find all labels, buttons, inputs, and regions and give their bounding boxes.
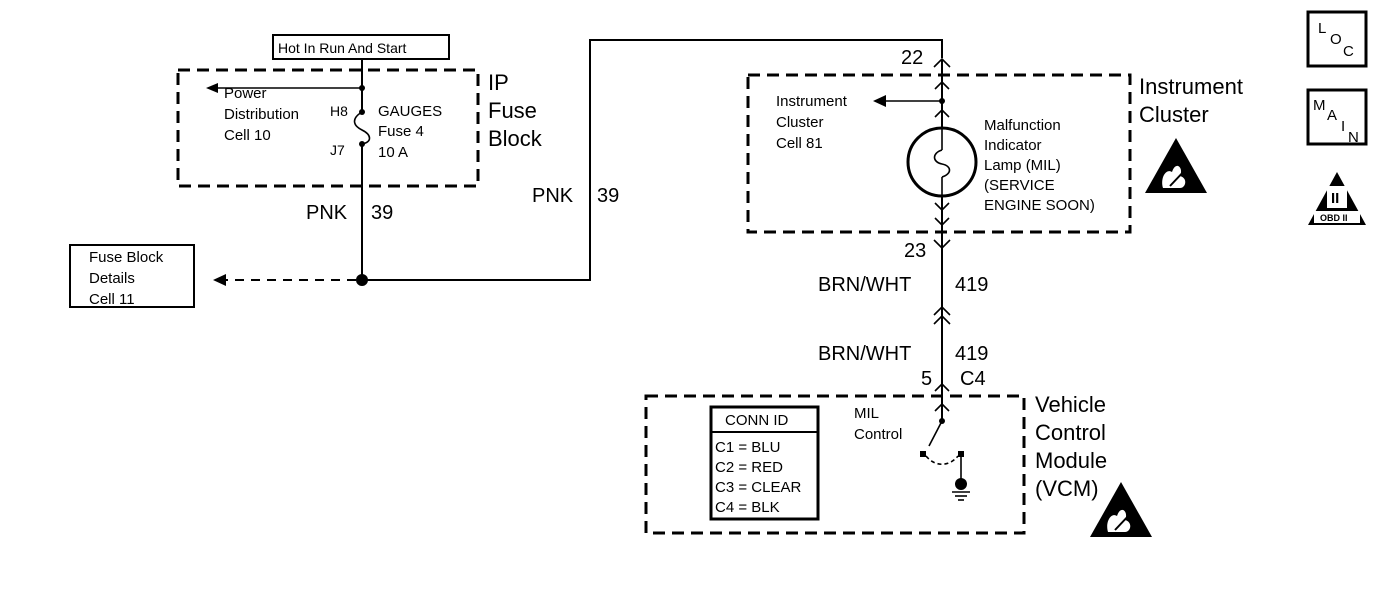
wire-brn-upper-circuit: 419 xyxy=(955,274,988,296)
pin-j7-label: J7 xyxy=(330,142,345,158)
arrow-left-icon xyxy=(873,95,886,107)
main-icon[interactable]: M A I N xyxy=(1306,88,1368,146)
wire-pnk-left-color: PNK xyxy=(306,202,348,224)
wire-pnk-right-circuit: 39 xyxy=(597,185,619,207)
vcm-outline xyxy=(644,394,1026,535)
switch-icon xyxy=(928,420,943,447)
esd-warning-icon xyxy=(1090,482,1152,537)
conn-id-row: C3 = CLEAR xyxy=(715,479,801,496)
vcm-title-3: Module xyxy=(1035,448,1107,473)
fuse-label-1: GAUGES xyxy=(378,103,442,120)
connector-male-icon xyxy=(934,382,950,392)
fuse-block-details-box xyxy=(69,244,195,308)
connector-male-icon xyxy=(934,217,950,227)
connector-female-icon xyxy=(933,305,951,316)
pin-h8-label: H8 xyxy=(330,103,348,119)
vcm-pin-5: 5 xyxy=(921,368,932,390)
main-letter: A xyxy=(1327,107,1337,124)
arrow-left-icon xyxy=(206,83,218,93)
connector-male-icon xyxy=(934,108,950,118)
power-distribution-1: Power xyxy=(224,85,267,102)
wire-pnk-left-circuit: 39 xyxy=(371,202,393,224)
conn-id-header: CONN ID xyxy=(725,412,789,429)
mil-control-2: Control xyxy=(854,426,902,443)
fuse-label-3: 10 A xyxy=(378,144,408,161)
mil-lamp-2: Indicator xyxy=(984,137,1042,154)
instrument-cluster-title-1: Instrument xyxy=(1139,74,1243,99)
loc-icon[interactable]: L O C xyxy=(1306,10,1368,68)
splice-dot xyxy=(359,85,365,91)
ic-cell-ref-3: Cell 81 xyxy=(776,135,823,152)
ip-fuse-block-title-1: IP xyxy=(488,70,509,95)
wire-brn-upper-color: BRN/WHT xyxy=(818,274,911,296)
obd-numeral: II xyxy=(1331,190,1339,207)
ip-fuse-block-title-3: Block xyxy=(488,126,543,151)
ground-icon xyxy=(955,478,967,490)
conn-id-row: C4 = BLK xyxy=(715,499,780,516)
wire-pnk-39 xyxy=(362,39,943,281)
loc-letter: C xyxy=(1343,43,1354,60)
mil-lamp-4: (SERVICE xyxy=(984,177,1055,194)
main-letter: M xyxy=(1313,97,1326,114)
wire-brn-lower-circuit: 419 xyxy=(955,343,988,365)
fuse-block-details-3: Cell 11 xyxy=(89,291,135,308)
ip-fuse-block-title-2: Fuse xyxy=(488,98,537,123)
connector-male-icon xyxy=(934,402,950,412)
vcm-title-4: (VCM) xyxy=(1035,476,1099,501)
power-distribution-2: Distribution xyxy=(224,106,299,123)
obd-label: OBD II xyxy=(1320,213,1348,223)
vcm-title-1: Vehicle xyxy=(1035,392,1106,417)
ic-pin-23: 23 xyxy=(904,240,926,262)
connector-female-icon xyxy=(933,314,951,325)
ic-cell-ref-2: Cluster xyxy=(776,114,824,131)
power-source-label: Hot In Run And Start xyxy=(272,34,450,60)
mil-lamp-3: Lamp (MIL) xyxy=(984,157,1061,174)
arrow-left-icon xyxy=(213,274,226,286)
conn-id-row: C1 = BLU xyxy=(715,439,780,456)
wire-brn-lower-color: BRN/WHT xyxy=(818,343,911,365)
ic-pin-22: 22 xyxy=(901,47,923,69)
mil-lamp-1: Malfunction xyxy=(984,117,1061,134)
conn-id-row: C2 = RED xyxy=(715,459,783,476)
instrument-cluster-outline xyxy=(746,73,1132,234)
ic-cell-ref-1: Instrument xyxy=(776,93,848,110)
power-distribution-3: Cell 10 xyxy=(224,127,271,144)
fuse-block-details-1: Fuse Block xyxy=(89,249,164,266)
loc-letter: L xyxy=(1318,20,1326,37)
power-source-text: Hot In Run And Start xyxy=(278,40,407,56)
fuse-block-details-2: Details xyxy=(89,270,135,287)
fuse-label-2: Fuse 4 xyxy=(378,123,424,140)
vcm-connector-c4: C4 xyxy=(960,368,986,390)
main-letter: N xyxy=(1348,129,1359,146)
fuse-icon xyxy=(353,111,371,145)
mil-control-1: MIL xyxy=(854,405,879,422)
esd-warning-icon xyxy=(1145,138,1207,193)
instrument-cluster-title-2: Cluster xyxy=(1139,102,1209,127)
connector-male-icon xyxy=(934,80,950,90)
mil-lamp-5: ENGINE SOON) xyxy=(984,197,1095,214)
lamp-icon xyxy=(906,126,978,198)
wire-pnk-right-color: PNK xyxy=(532,185,574,207)
obd-ii-icon[interactable]: II OBD II xyxy=(1308,172,1366,225)
connector-male-icon xyxy=(934,202,950,212)
loc-letter: O xyxy=(1330,31,1342,48)
vcm-title-2: Control xyxy=(1035,420,1106,445)
main-letter: I xyxy=(1341,118,1345,135)
conn-id-table: CONN ID C1 = BLU C2 = RED C3 = CLEAR C4 … xyxy=(709,405,820,521)
